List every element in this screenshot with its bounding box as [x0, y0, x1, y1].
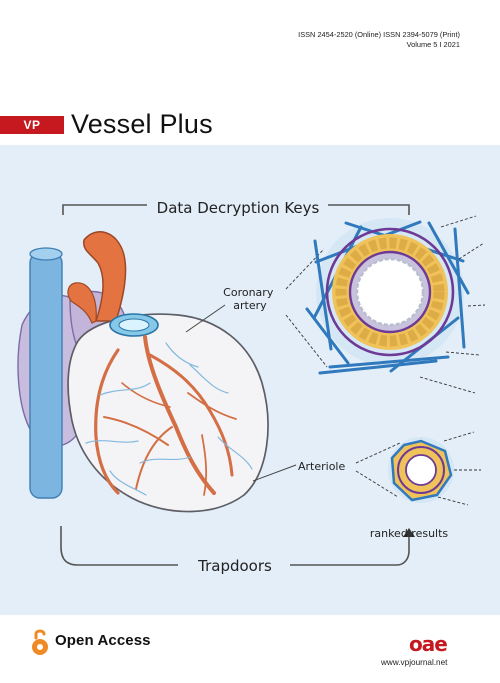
publisher-logo: oae — [409, 633, 448, 655]
coronary-label-line1: Coronary — [223, 286, 274, 299]
vena-cava-top — [29, 247, 63, 261]
coronary-dashed-rays — [419, 215, 486, 394]
arteriole-cross-section — [388, 437, 454, 503]
arrow-head — [403, 528, 415, 537]
heart-vessel-diagram: Data Decryption Keys — [17, 199, 486, 575]
media-texture — [335, 237, 445, 347]
arteriole-outer-ring — [397, 446, 445, 494]
trapdoors-label: Trapdoors — [197, 557, 272, 575]
journal-badge: VP — [0, 116, 64, 134]
ranked-results-label: ranked results — [370, 527, 449, 540]
coronary-vessels — [94, 335, 237, 496]
coronary-label: Coronary artery — [223, 286, 277, 312]
pulmonary-opening-inner — [118, 318, 150, 332]
journal-brand: VP Vessel Plus — [0, 108, 500, 142]
issn-line: ISSN 2454-2520 (Online) ISSN 2394-5079 (… — [298, 30, 460, 39]
coronary-label-line2: artery — [233, 299, 267, 312]
lumen — [355, 257, 425, 327]
open-access-label: Open Access — [55, 632, 151, 649]
outer-ring — [325, 227, 455, 357]
footer: Open Access oae www.vpjournal.net — [0, 615, 500, 683]
issn-block: ISSN 2454-2520 (Online) ISSN 2394-5079 (… — [298, 30, 460, 50]
arteriole-leader-line — [252, 464, 297, 482]
arteriole-lumen — [405, 454, 437, 486]
open-access-lock-icon — [32, 629, 48, 655]
cover-illustration: Data Decryption Keys — [0, 145, 500, 615]
website-url: www.vpjournal.net — [381, 658, 448, 667]
arteriole-connector-b — [355, 470, 399, 498]
capillary-vessels — [85, 342, 253, 496]
coronary-connector-b — [285, 314, 328, 368]
arteriole-label: Arteriole — [298, 460, 345, 473]
volume-line: Volume 5 I 2021 — [406, 39, 460, 49]
coronary-cross-section — [305, 218, 470, 375]
top-label: Data Decryption Keys — [157, 199, 320, 217]
top-bracket — [62, 204, 410, 215]
aortic-branch — [67, 282, 97, 324]
bottom-bracket — [60, 526, 410, 566]
publisher-logo-text: oae — [409, 633, 447, 655]
vena-cava — [29, 252, 63, 499]
coronary-leader-line — [185, 304, 226, 333]
arteriole-connector-a — [355, 442, 401, 464]
arteriole-dashed-rays — [437, 431, 481, 506]
heart — [17, 231, 269, 513]
journal-title: Vessel Plus — [71, 109, 213, 139]
